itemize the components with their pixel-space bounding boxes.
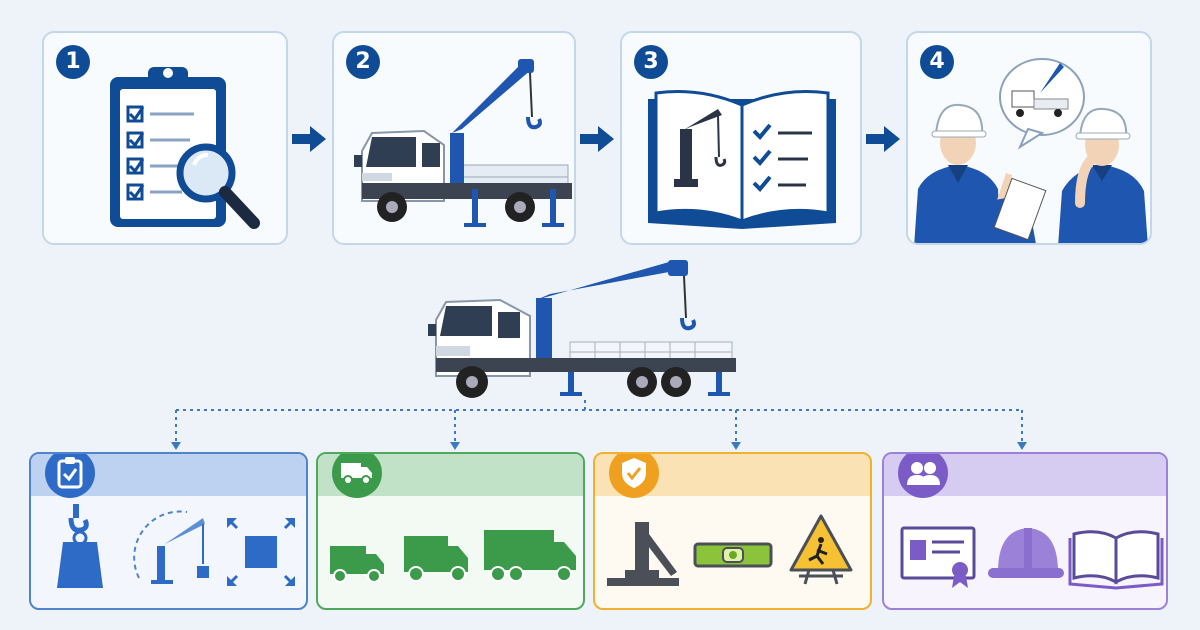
hook-load-icon: [57, 504, 103, 588]
workers-discussion-icon: [914, 58, 1148, 243]
category-panel-operator: [882, 452, 1168, 610]
category-items: [57, 504, 295, 588]
connector-lines: [171, 400, 1027, 450]
category-panel-inspection: [29, 452, 308, 610]
step-3-card: 3: [620, 31, 862, 245]
certificate-icon: [900, 526, 976, 588]
step-number-badge: 2: [346, 45, 380, 79]
shield-check-icon: [609, 454, 659, 498]
arrow-right-icon: [292, 126, 326, 152]
category-items: [330, 530, 576, 583]
manual-book-icon: [648, 90, 836, 229]
step-number-badge: 1: [56, 45, 90, 79]
medium-truck-icon: [404, 536, 468, 582]
category-items: [900, 526, 1164, 590]
central-crane-truck-icon: [428, 260, 736, 398]
arrow-right-icon: [580, 126, 614, 152]
people-icon: [898, 454, 948, 498]
category-panel-safety: [593, 452, 872, 610]
outrigger-icon: [607, 522, 679, 586]
checklist-icon: [45, 454, 95, 498]
open-book-icon: [1068, 530, 1164, 590]
truck-icon: [332, 454, 382, 498]
step-4-card: 4: [906, 31, 1152, 245]
step-2-card: 2: [332, 31, 576, 245]
wet-floor-warning-icon: [789, 514, 853, 585]
large-truck-icon: [484, 530, 576, 582]
small-truck-icon: [330, 546, 384, 583]
hard-hat-icon: [988, 528, 1064, 578]
category-items: [607, 514, 853, 586]
level-icon: [693, 542, 773, 568]
clipboard-checklist-magnifier-icon: [110, 67, 260, 229]
size-expand-icon: [227, 518, 295, 586]
step-1-card: 1: [42, 31, 288, 245]
step-number-badge: 3: [634, 45, 668, 79]
arrow-right-icon: [866, 126, 900, 152]
crane-radius-icon: [133, 510, 209, 584]
category-panel-vehicle-size: [316, 452, 585, 610]
step-number-badge: 4: [920, 45, 954, 79]
crane-truck-icon: [354, 59, 572, 227]
